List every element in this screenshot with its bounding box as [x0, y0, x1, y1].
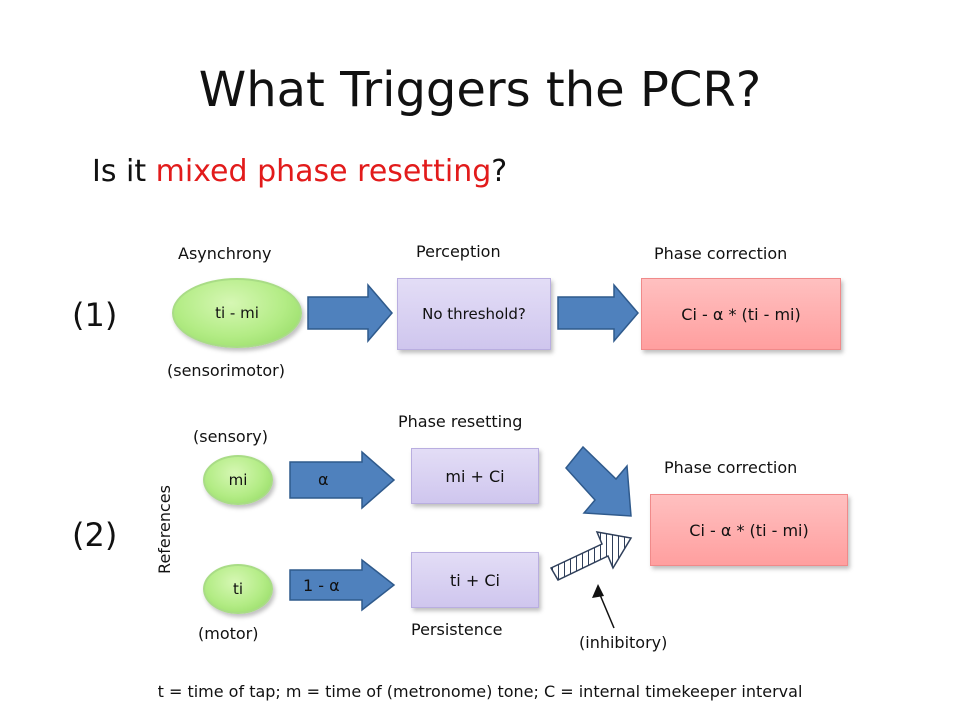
row2-number: (2) [72, 516, 118, 554]
phase-correction-label-2: Phase correction [664, 458, 798, 477]
arrow-resetting-to-correction [565, 445, 632, 517]
alpha-label: α [318, 470, 329, 489]
arrow-alpha [289, 450, 396, 510]
phase-correction-box-2: Ci - α * (ti - mi) [650, 494, 848, 566]
perception-label: Perception [416, 242, 501, 261]
phase-correction-value-2: Ci - α * (ti - mi) [689, 520, 809, 540]
inhibitory-pointer-head [592, 584, 604, 598]
one-minus-alpha-label: 1 - α [303, 576, 340, 595]
t-node-value: ti [232, 580, 244, 598]
motor-note: (motor) [198, 624, 259, 643]
persistence-value: ti + Ci [450, 570, 500, 590]
phase-correction-box-1: Ci - α * (ti - mi) [641, 278, 841, 350]
persistence-label: Persistence [411, 620, 503, 639]
phase-resetting-label: Phase resetting [398, 412, 523, 431]
phase-resetting-value: mi + Ci [445, 466, 505, 486]
asynchrony-label: Asynchrony [178, 244, 272, 263]
inhibitory-note: (inhibitory) [579, 633, 668, 652]
subtitle: Is it mixed phase resetting? [92, 154, 507, 189]
phase-correction-label-1: Phase correction [654, 244, 788, 263]
subtitle-suffix: ? [491, 154, 508, 189]
references-label: References [154, 485, 174, 574]
m-node: mi [203, 455, 273, 505]
row1-number: (1) [72, 296, 118, 334]
perception-box: No threshold? [397, 278, 551, 350]
footer-legend: t = time of tap; m = time of (metronome)… [157, 682, 803, 701]
perception-value: No threshold? [422, 305, 526, 323]
arrow-async-to-perception [307, 282, 393, 344]
arrow-one-minus-alpha [289, 558, 396, 612]
persistence-box: ti + Ci [411, 552, 539, 608]
subtitle-prefix: Is it [92, 154, 156, 189]
asynchrony-value: ti - mi [215, 304, 259, 322]
arrow-perception-to-correction [557, 282, 639, 344]
sensorimotor-note: (sensorimotor) [167, 361, 285, 380]
sensory-note: (sensory) [193, 427, 268, 446]
phase-correction-value-1: Ci - α * (ti - mi) [681, 304, 801, 324]
subtitle-highlight: mixed phase resetting [155, 154, 492, 189]
t-node: ti [203, 564, 273, 614]
asynchrony-node: ti - mi [172, 278, 302, 348]
m-node-value: mi [228, 471, 248, 489]
arrow-inhibitory-hatched [549, 531, 633, 581]
page-title: What Triggers the PCR? [198, 62, 762, 118]
phase-resetting-box: mi + Ci [411, 448, 539, 504]
